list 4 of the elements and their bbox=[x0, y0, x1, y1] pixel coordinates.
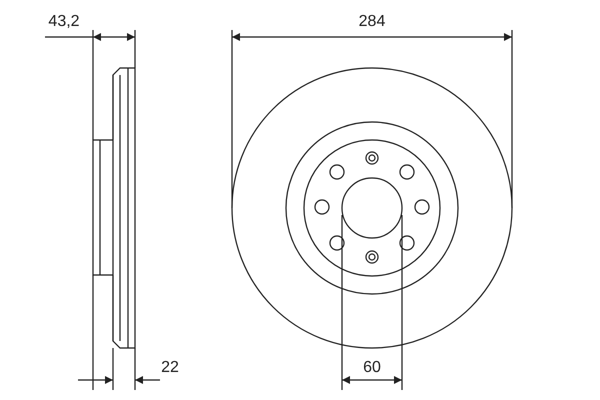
dimension-value: 284 bbox=[358, 13, 386, 31]
dimension-value: 43,2 bbox=[48, 13, 80, 31]
dimension-value: 22 bbox=[161, 359, 179, 377]
dimension-value: 60 bbox=[363, 359, 381, 377]
